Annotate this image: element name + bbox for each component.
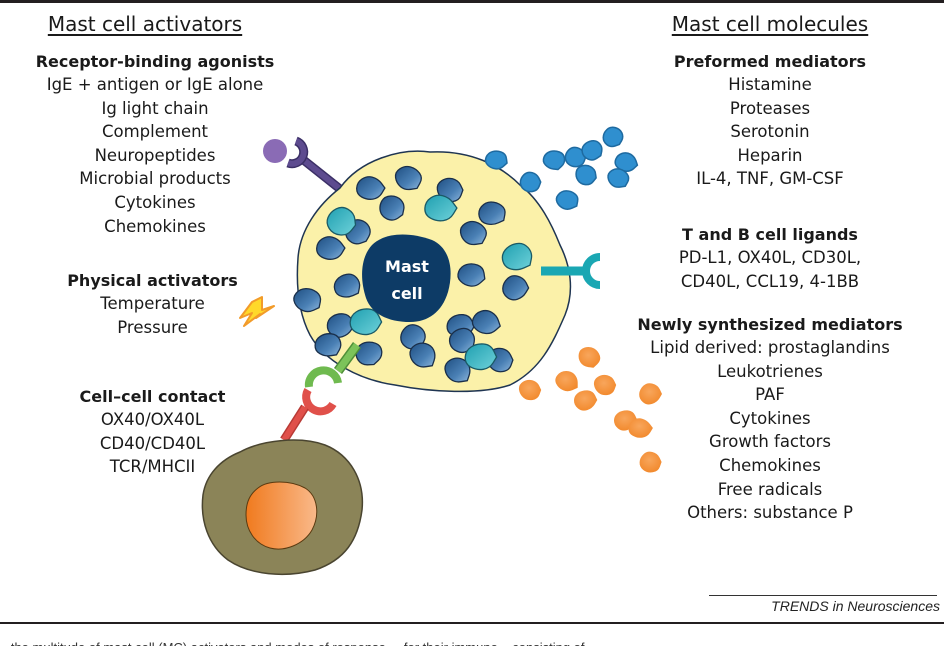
source-credit: TRENDS in Neurosciences (771, 598, 940, 614)
secretory-granule (478, 201, 506, 226)
preformed-mediator-granule (542, 150, 566, 171)
list-item: Temperature (100, 294, 205, 313)
block-heading: Preformed mediators (673, 52, 867, 71)
nucleus-label-line1: Mast (385, 257, 429, 276)
list-item: Ig light chain (101, 98, 209, 118)
list-item: Serotonin (730, 122, 810, 142)
green-receptor (304, 342, 362, 388)
secretory-granule (502, 275, 530, 301)
block-heading: Receptor-binding agonists (35, 52, 275, 71)
list-item: CD40/CD40L (99, 433, 206, 453)
caption-fragment: ...the multitude of mast cell (MC) activ… (0, 634, 944, 646)
purple-ligand (263, 139, 287, 163)
preformed-mediator-granule (602, 126, 624, 148)
preformed-mediator-granule (555, 190, 579, 210)
list-item: Leukotrienes (717, 361, 823, 381)
secretory-granule (379, 195, 405, 221)
lightning-bolt-icon (239, 296, 275, 327)
secretory-granule (409, 342, 436, 368)
top-rule (0, 0, 944, 3)
activators-title: Mast cell activators (47, 12, 243, 36)
t-and-b-cell-ligands-block: T and B cell ligands PD-L1, OX40L, CD30L… (660, 224, 880, 293)
newly-synthesized-mediator-granules (518, 346, 662, 473)
secretory-granule (355, 341, 383, 366)
list-item: Cytokines (114, 192, 196, 212)
block-heading: Newly synthesized mediators (637, 315, 903, 334)
block-heading: Cell–cell contact (79, 387, 226, 406)
preformed-mediator-granule (484, 150, 508, 170)
secretory-granule (314, 333, 342, 357)
list-item: OX40/OX40L (100, 410, 205, 429)
list-item: Microbial products (79, 169, 231, 189)
secretory-granule (333, 273, 361, 298)
secretory-granule (459, 220, 487, 246)
secretory-granule (293, 287, 322, 313)
list-item: PD-L1, OX40L, CD30L, (678, 248, 862, 267)
preformed-mediator-granule (614, 152, 639, 172)
secretory-granule (356, 176, 386, 200)
block-heading: Physical activators (67, 271, 238, 290)
list-item: IL-4, TNF, GM-CSF (696, 169, 844, 189)
lipid-mediator-droplet (518, 379, 542, 401)
lipid-mediator-droplet (578, 346, 601, 368)
secretory-granule (457, 263, 486, 287)
secretory-granule (471, 309, 501, 335)
list-item: Others: substance P (687, 503, 853, 523)
list-item: Cytokines (729, 408, 811, 428)
preformed-mediator-granule (564, 146, 587, 168)
purple-receptor (286, 136, 343, 193)
red-receptor (280, 388, 337, 443)
receptor-binding-agonists-block: Receptor-binding agonists IgE + antigen … (20, 51, 290, 238)
secretory-granule-teal (464, 343, 498, 371)
list-item: Pressure (117, 317, 188, 337)
secretory-granule-teal (424, 194, 458, 222)
granule-group (293, 165, 533, 383)
secretory-granule (326, 313, 355, 338)
secretory-granule-teal (349, 308, 383, 336)
teal-receptor (541, 253, 601, 289)
mast-cell-nucleus (362, 234, 451, 322)
secretory-granule (394, 165, 422, 191)
preformed-mediator-granule (575, 164, 597, 186)
list-item: CD40L, CCL19, 4-1BB (680, 271, 860, 291)
list-item: Chemokines (719, 455, 821, 475)
list-item: IgE + antigen or IgE alone (46, 75, 264, 94)
cell-cell-contact-block: Cell–cell contact OX40/OX40L CD40/CD40L … (50, 386, 255, 479)
preformed-mediators-block: Preformed mediators Histamine Proteases … (660, 51, 880, 191)
contacting-cell-nucleus (245, 481, 318, 550)
lipid-mediator-droplet (639, 451, 662, 473)
preformed-mediator-granule (607, 168, 630, 188)
list-item: PAF (755, 385, 785, 405)
list-item: Lipid derived: prostaglandins (650, 338, 890, 357)
lipid-mediator-droplet (628, 418, 653, 438)
physical-activators-block: Physical activators Temperature Pressure (50, 270, 255, 339)
lipid-mediator-droplet (573, 390, 598, 411)
lipid-mediator-droplet (593, 374, 617, 396)
list-item: Chemokines (104, 216, 206, 236)
list-item: Free radicals (717, 479, 823, 499)
list-item: TCR/MHCII (109, 457, 196, 477)
list-item: Complement (101, 122, 209, 142)
bottom-rule (0, 622, 944, 624)
list-item: Histamine (728, 75, 812, 94)
preformed-mediator-granule (519, 171, 542, 193)
molecules-title: Mast cell molecules (671, 12, 869, 36)
credit-rule (709, 595, 937, 596)
preformed-mediator-granules (484, 126, 639, 210)
secretory-granule-teal (501, 242, 533, 271)
lipid-mediator-droplet (555, 370, 578, 392)
list-item: Proteases (729, 98, 811, 118)
list-item: Neuropeptides (94, 145, 216, 165)
list-item: Growth factors (709, 432, 831, 452)
newly-synthesized-mediators-block: Newly synthesized mediators Lipid derive… (630, 314, 910, 525)
list-item: Heparin (737, 145, 803, 165)
block-heading: T and B cell ligands (682, 225, 858, 244)
preformed-mediator-granule (581, 139, 603, 161)
lipid-mediator-droplet (639, 383, 662, 405)
secretory-granule-teal (326, 206, 357, 236)
secretory-granule (316, 236, 346, 260)
nucleus-label-line2: cell (391, 284, 422, 303)
